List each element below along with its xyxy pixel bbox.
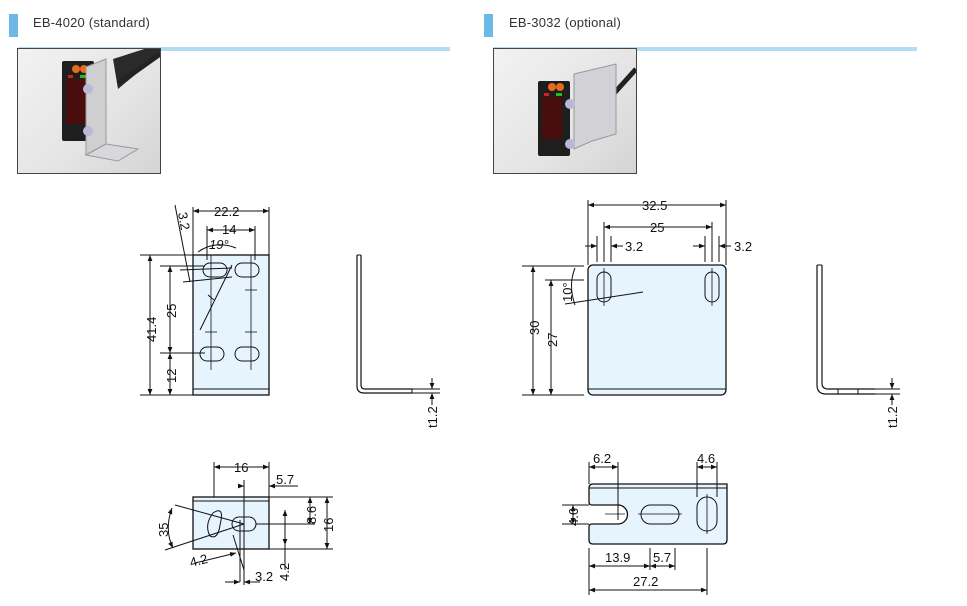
bracket-photo-illustration (538, 63, 636, 156)
product-photo-eb4020 (17, 48, 161, 174)
slot (640, 504, 680, 525)
bracket-photo-illustration (62, 49, 160, 162)
dim-label: 12 (164, 369, 179, 383)
dim-label: 16 (321, 518, 336, 532)
dim-label: 16 (234, 460, 248, 475)
eb4020-front-view (140, 204, 270, 396)
dim-label: 30 (527, 321, 542, 335)
bracket-plate (587, 264, 727, 396)
dim-label: 5.7 (276, 472, 294, 487)
eb4020-bottom-view (164, 462, 333, 585)
dim-label: 4.2 (188, 551, 209, 570)
dim-label: 27 (545, 333, 560, 347)
section-title: EB-4020 (standard) (33, 15, 151, 30)
dim-label: 3.2 (625, 239, 643, 254)
header-accent-bar (9, 14, 18, 37)
bracket-plate (192, 254, 270, 396)
section-header-eb3032: EB-3032 (optional) (484, 14, 917, 51)
dim-label: 35 (156, 523, 171, 537)
dim-label: 41.4 (144, 317, 159, 342)
dim-label: 10° (560, 282, 575, 302)
dim-label: 3.2 (734, 239, 752, 254)
dim-label: 8.6 (304, 506, 319, 524)
section-title: EB-3032 (optional) (509, 15, 621, 30)
dim-label: 3.2 (255, 569, 273, 584)
slot (234, 262, 260, 278)
header-rule (18, 47, 450, 51)
eb3032-side-view (816, 264, 900, 405)
angled-slot (207, 510, 222, 538)
dim-label: 5.7 (653, 550, 671, 565)
dim-label: 4.6 (697, 451, 715, 466)
dim-label: 4.2 (277, 563, 292, 581)
dim-label: 25 (164, 304, 179, 318)
eb3032-bottom-view (562, 462, 728, 595)
dim-label: t1.2 (885, 406, 900, 428)
product-photo-eb3032 (493, 48, 637, 174)
dim-label: 25 (650, 220, 664, 235)
dim-label: 4.6 (566, 508, 581, 526)
bracket-base (192, 496, 270, 550)
dim-label: 32.5 (642, 198, 667, 213)
dim-label: 22.2 (214, 204, 239, 219)
slot (202, 262, 228, 278)
slot (199, 346, 225, 362)
dim-label: t1.2 (425, 406, 440, 428)
dim-label: 6.2 (593, 451, 611, 466)
header-accent-bar (484, 14, 493, 37)
slot (234, 346, 260, 362)
dim-label: 27.2 (633, 574, 658, 589)
dim-label: 19° (209, 237, 229, 252)
section-header-eb4020: EB-4020 (standard) (9, 14, 450, 51)
eb4020-side-view (356, 254, 440, 405)
eb3032-front-view (522, 200, 731, 396)
dim-label: 3.2 (175, 211, 193, 231)
header-rule (493, 47, 917, 51)
dim-label: 13.9 (605, 550, 630, 565)
dim-label: 14 (222, 222, 236, 237)
